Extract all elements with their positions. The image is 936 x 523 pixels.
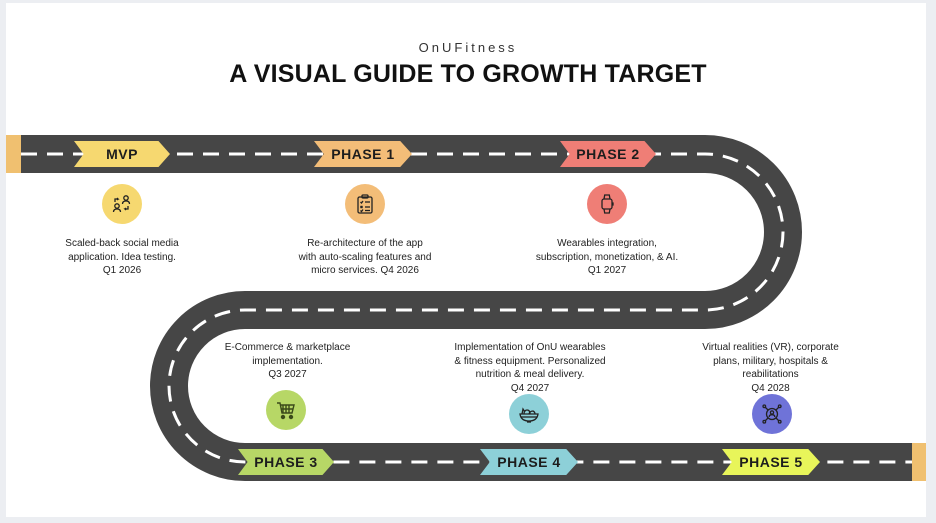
mvp-description: Scaled-back social media application. Id… [65, 238, 179, 276]
shopping-cart-icon [277, 402, 295, 420]
milestone-label-mvp: MVP [74, 141, 170, 167]
phase-2-icon-badge [587, 184, 627, 224]
milestone-label-phase-1: PHASE 1 [314, 141, 412, 167]
road-end-cap [912, 443, 926, 481]
phase-5-icon-badge [752, 394, 792, 434]
brand-name: OnUFitness [418, 40, 518, 55]
road-center-dashes [21, 152, 912, 464]
food-bowl-icon [519, 407, 539, 423]
phase-2-description: Wearables integration, subscription, mon… [535, 238, 679, 276]
milestone-label-phase-2: PHASE 2 [560, 141, 656, 167]
network-user-icon [762, 404, 782, 424]
clipboard-checklist-icon [357, 194, 373, 214]
phase-3-icon-badge [266, 390, 306, 430]
milestone-label-phase-4: PHASE 4 [480, 449, 578, 475]
phase-1-icon-badge [345, 184, 385, 224]
phase-3-description: E-Commerce & marketplace implementation.… [224, 342, 351, 380]
phase-4-icon-badge [509, 394, 549, 434]
user-exchange-icon [112, 195, 131, 213]
milestone-label-phase-3: PHASE 3 [238, 449, 334, 475]
mvp-icon-badge [102, 184, 142, 224]
milestone-label-phase-5: PHASE 5 [722, 449, 820, 475]
phase-4-description: Implementation of OnU wearables & fitnes… [454, 342, 606, 394]
smartwatch-icon [601, 194, 614, 214]
phase-5-description: Virtual realities (VR), corporate plans,… [702, 342, 839, 394]
page-title: A VISUAL GUIDE TO GROWTH TARGET [229, 60, 707, 88]
phase-1-description: Re-architecture of the app with auto-sca… [298, 238, 432, 276]
road-start-cap [6, 135, 21, 173]
